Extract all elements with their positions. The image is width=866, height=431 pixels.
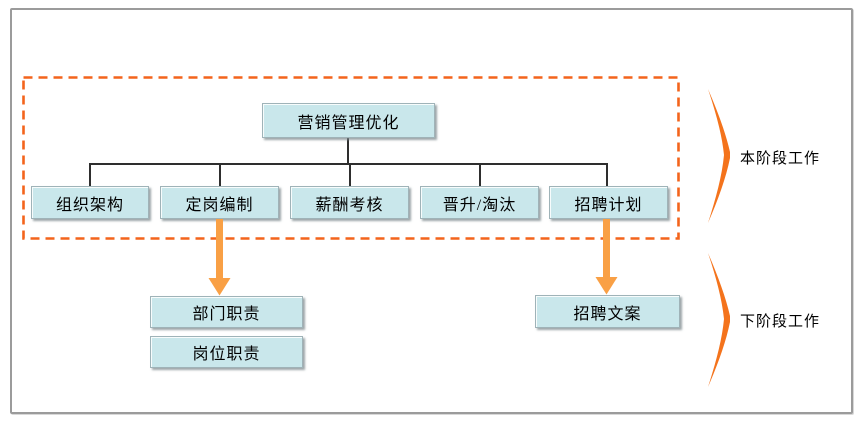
node-department-duties: 部门职责: [150, 296, 303, 328]
connector-line: [219, 163, 221, 186]
node-org-structure: 组织架构: [31, 186, 149, 219]
current-stage-brace-icon: [708, 89, 730, 223]
node-salary-assessment: 薪酬考核: [290, 186, 409, 219]
next-stage-label-text: 下阶段工作: [740, 314, 821, 330]
node-label: 组织架构: [55, 196, 124, 214]
connector-line: [479, 163, 481, 186]
node-recruitment-copy: 招聘文案: [535, 295, 680, 328]
node-label: 招聘计划: [574, 196, 643, 214]
current-stage-dashed-border: [22, 76, 680, 240]
node-root-label: 营销管理优化: [297, 114, 400, 132]
current-stage-label: 本阶段工作: [740, 147, 820, 168]
connector-line: [89, 163, 91, 186]
connector-line: [349, 163, 351, 186]
next-stage-brace-icon: [708, 253, 730, 387]
current-stage-label-text: 本阶段工作: [740, 151, 821, 167]
node-label: 招聘文案: [573, 305, 642, 323]
node-label: 薪酬考核: [315, 196, 384, 214]
node-label: 晋升/淘汰: [442, 196, 517, 214]
node-position-duties: 岗位职责: [150, 336, 303, 368]
down-arrow-icon: [595, 219, 618, 295]
connector-line: [347, 138, 349, 164]
node-promotion-elimination: 晋升/淘汰: [420, 186, 539, 219]
node-label: 部门职责: [192, 306, 261, 323]
connector-line: [606, 163, 608, 186]
node-label: 岗位职责: [192, 346, 261, 363]
next-stage-label: 下阶段工作: [740, 310, 820, 331]
down-arrow-icon: [208, 219, 231, 296]
node-recruitment-plan: 招聘计划: [549, 186, 668, 219]
node-position-establishment: 定岗编制: [160, 186, 279, 219]
node-root: 营销管理优化: [262, 103, 435, 138]
node-label: 定岗编制: [185, 196, 254, 214]
